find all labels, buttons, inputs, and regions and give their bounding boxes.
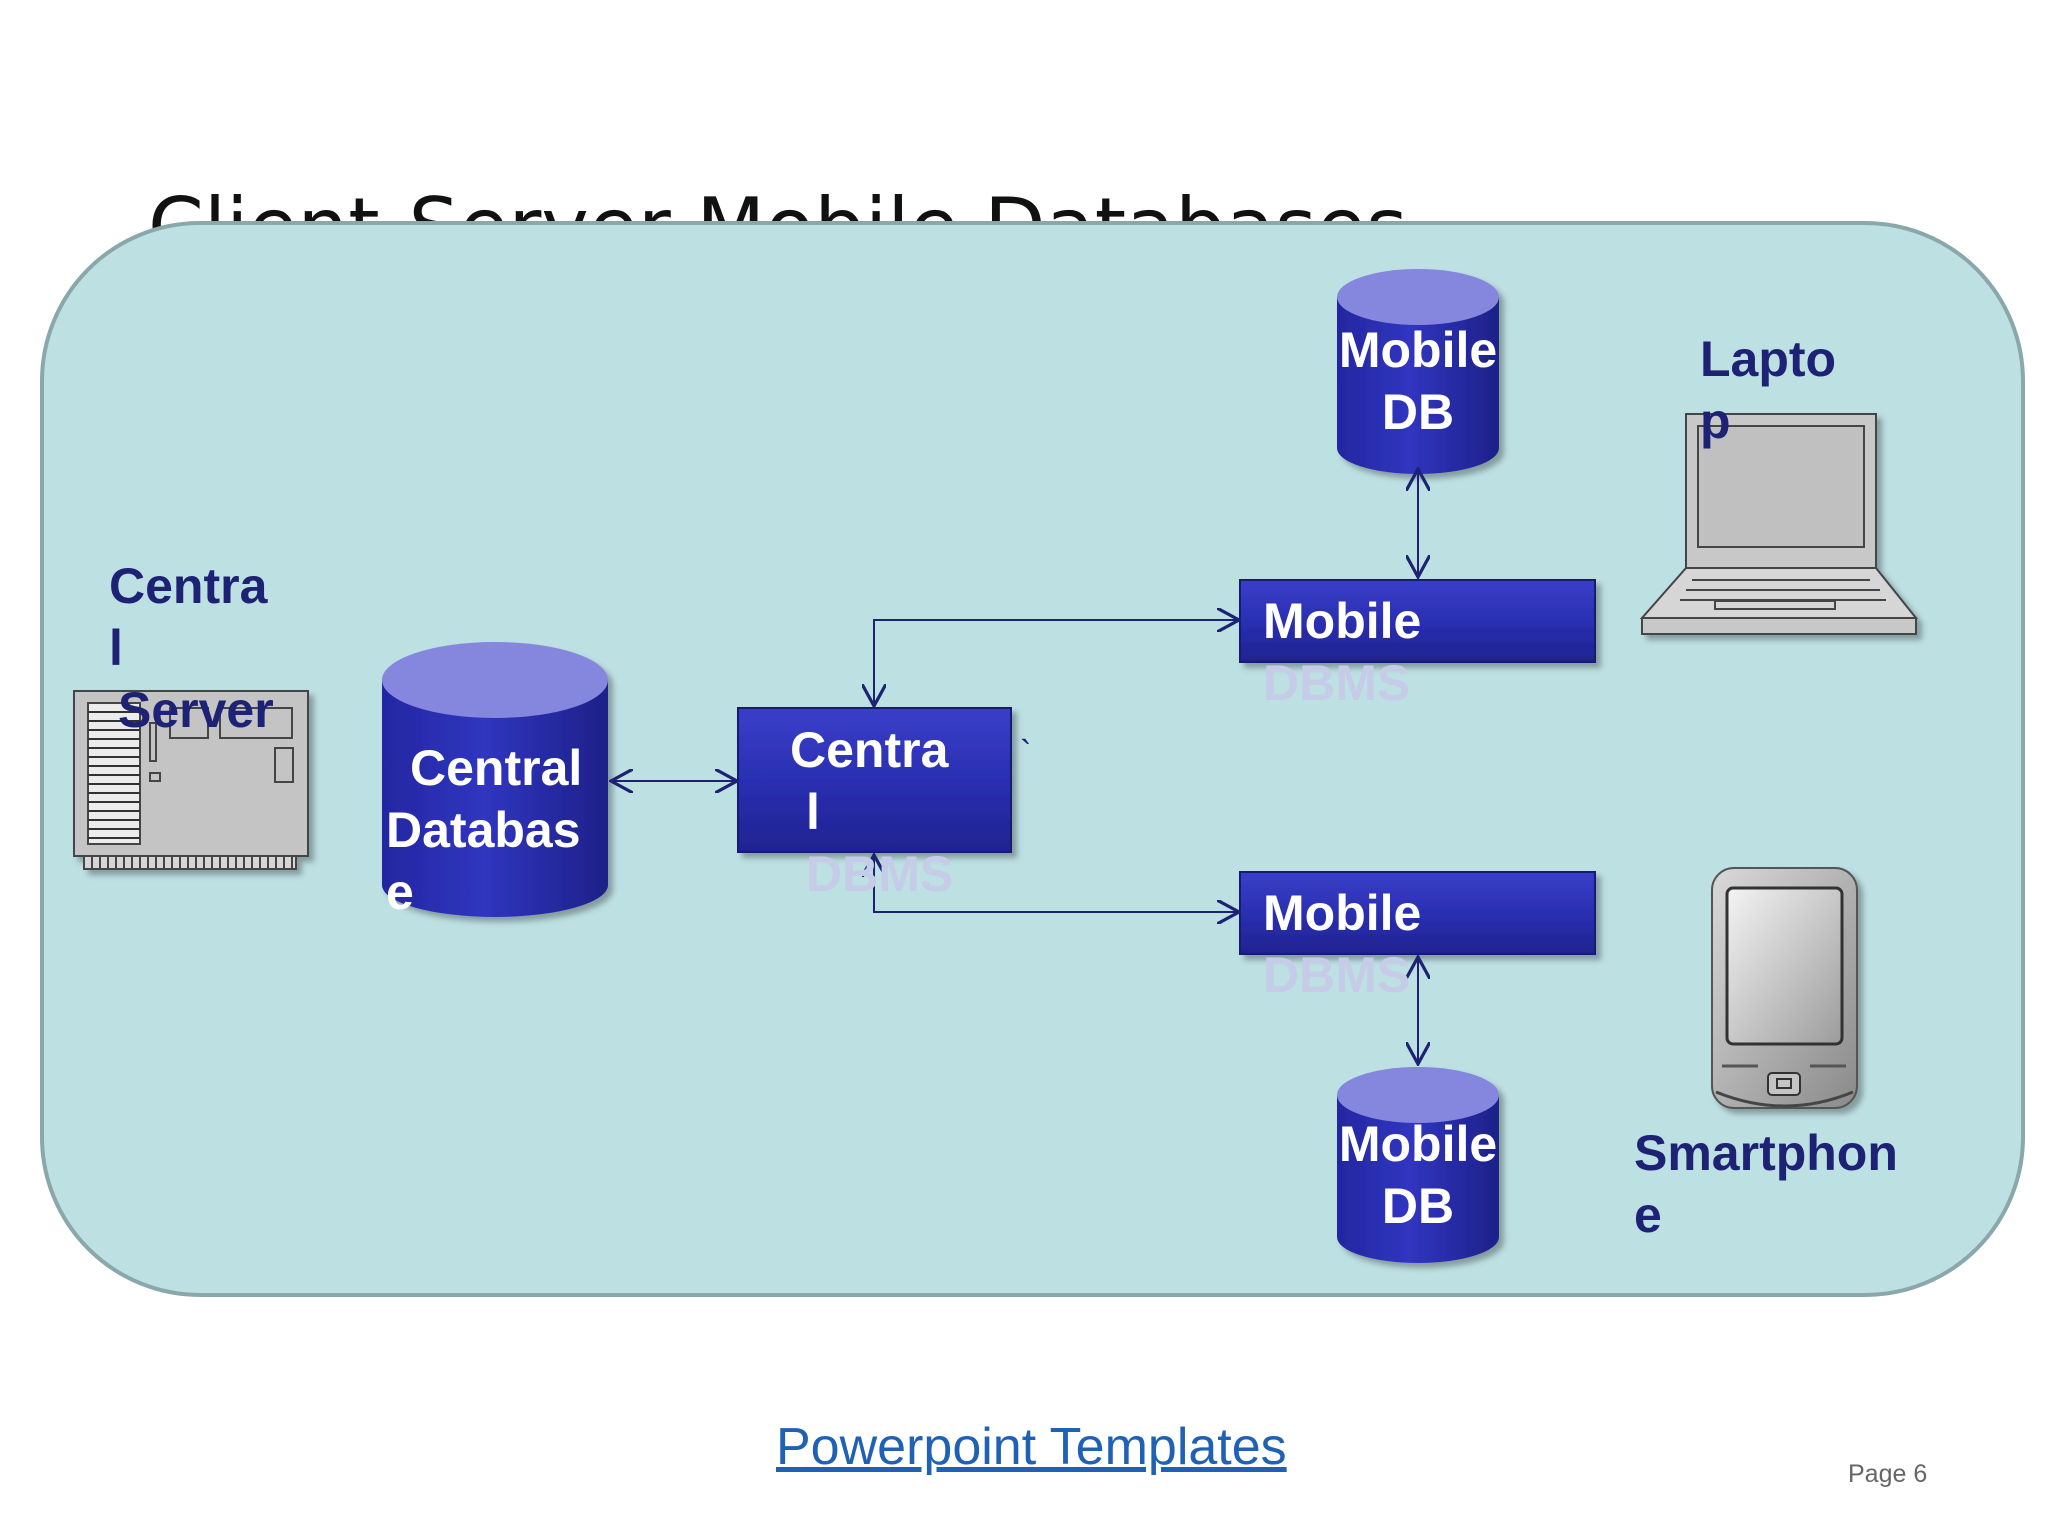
mobile-db-bottom-label-line: Mobile xyxy=(1338,1116,1498,1172)
mobile-db-top-label-line: DB xyxy=(1381,384,1455,440)
stray-mark: ` xyxy=(1020,734,1032,772)
central-server-label-line: l xyxy=(109,620,123,676)
connector-central-to-mobile-dbms-bottom xyxy=(874,855,1239,912)
smartphone-label-line: e xyxy=(1634,1187,1662,1243)
mobile-db-top-cylinder xyxy=(1337,269,1499,474)
central-server-label-line: Centra xyxy=(109,558,268,614)
mobile-dbms-top-label-line: DBMS xyxy=(1263,655,1411,711)
page-number: Page 6 xyxy=(1848,1460,1928,1488)
central-dbms-label: Centra l DBMS xyxy=(790,719,953,905)
smartphone-label-line: Smartphon xyxy=(1634,1125,1898,1181)
mobile-db-top-label-line: Mobile xyxy=(1338,322,1498,378)
connector-central-to-mobile-dbms-top xyxy=(874,620,1239,706)
smartphone-icon xyxy=(1711,867,1858,1109)
central-dbms-label-line: DBMS xyxy=(806,846,954,902)
central-database-cylinder xyxy=(382,642,608,917)
central-dbms-label-line: l xyxy=(806,784,820,840)
mobile-dbms-top-box xyxy=(1239,579,1596,663)
mobile-db-bottom-cylinder xyxy=(1337,1067,1499,1263)
central-database-label-line: e xyxy=(386,864,414,920)
mobile-db-bottom-label: Mobile DB xyxy=(1337,1113,1499,1237)
laptop-icon xyxy=(1639,413,1919,635)
mobile-db-bottom-label-line: DB xyxy=(1381,1178,1455,1234)
mobile-db-top-label: Mobile DB xyxy=(1337,319,1499,443)
central-database-label: Central Databas e xyxy=(386,737,582,923)
mobile-dbms-bottom-label-line: Mobile xyxy=(1263,885,1422,941)
mobile-dbms-top-label: Mobile DBMS xyxy=(1263,590,1421,714)
central-database-label-line: Central xyxy=(410,740,583,796)
laptop-label-line: p xyxy=(1700,393,1731,449)
central-dbms-label-line: Centra xyxy=(790,722,949,778)
central-dbms-box xyxy=(737,707,1012,853)
smartphone-label: Smartphon e xyxy=(1634,1122,1898,1246)
central-server-label-line: Server xyxy=(118,682,274,738)
mobile-dbms-top-label-line: Mobile xyxy=(1263,593,1422,649)
central-server-label: Centra l Server xyxy=(109,555,274,741)
mobile-dbms-bottom-box xyxy=(1239,871,1596,955)
mobile-dbms-bottom-label: Mobile DBMS xyxy=(1263,882,1421,1006)
laptop-label: Lapto p xyxy=(1700,328,1836,452)
mobile-dbms-bottom-label-line: DBMS xyxy=(1263,947,1411,1003)
server-icon xyxy=(73,690,309,870)
powerpoint-templates-link[interactable]: Powerpoint Templates xyxy=(776,1418,1287,1476)
diagram-panel xyxy=(40,221,2025,1297)
laptop-label-line: Lapto xyxy=(1700,331,1837,387)
central-database-label-line: Databas xyxy=(386,802,581,858)
